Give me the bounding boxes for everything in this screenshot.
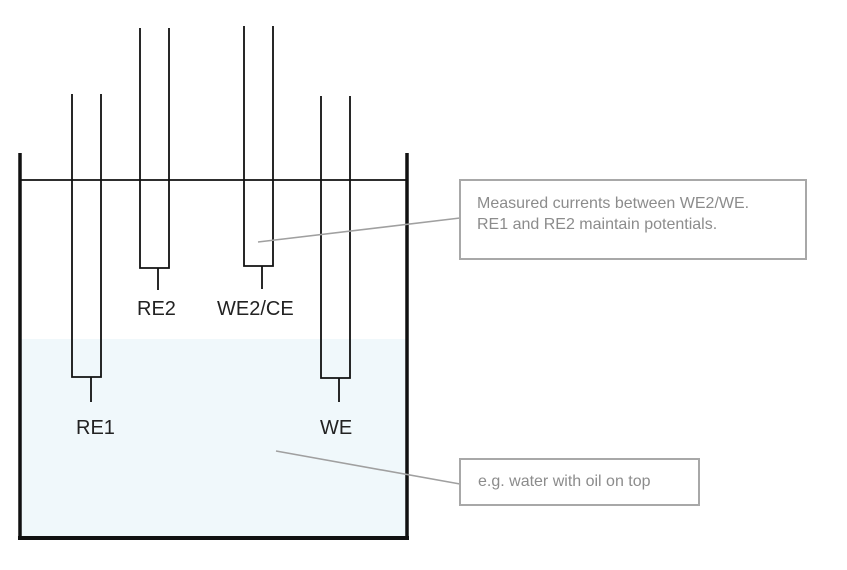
callout-currents-line2: RE1 and RE2 maintain potentials. (477, 216, 718, 233)
electrode-we2-ce (243, 26, 274, 289)
callout-line-currents (257, 217, 461, 243)
callout-liquid-text: e.g. water with oil on top (478, 473, 651, 490)
callout-currents: Measured currents between WE2/WE. RE1 an… (459, 179, 807, 260)
electrode-re1 (71, 94, 102, 402)
electrode-we (320, 96, 351, 402)
label-re2: RE2 (137, 298, 176, 320)
callout-liquid: e.g. water with oil on top (459, 458, 700, 506)
callout-line-liquid (275, 450, 461, 485)
electrode-re2 (139, 28, 170, 290)
label-re1: RE1 (76, 417, 115, 439)
label-we2-ce: WE2/CE (217, 298, 294, 320)
label-we: WE (320, 417, 352, 439)
callout-currents-line1: Measured currents between WE2/WE. (477, 195, 750, 212)
water-layer (21, 339, 407, 536)
